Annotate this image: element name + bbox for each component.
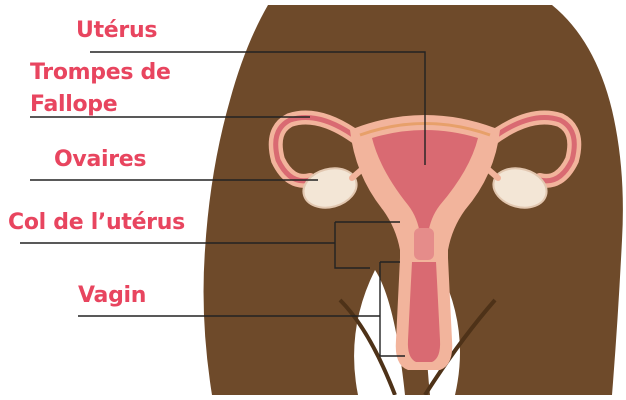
label-trompes-line1: Trompes de — [30, 60, 171, 86]
label-uterus: Utérus — [76, 18, 157, 44]
label-vagin: Vagin — [78, 283, 146, 309]
cervix — [414, 228, 434, 260]
label-col: Col de l’utérus — [8, 210, 185, 236]
label-trompes-line2: Fallope — [30, 92, 117, 118]
label-ovaires: Ovaires — [54, 147, 146, 173]
